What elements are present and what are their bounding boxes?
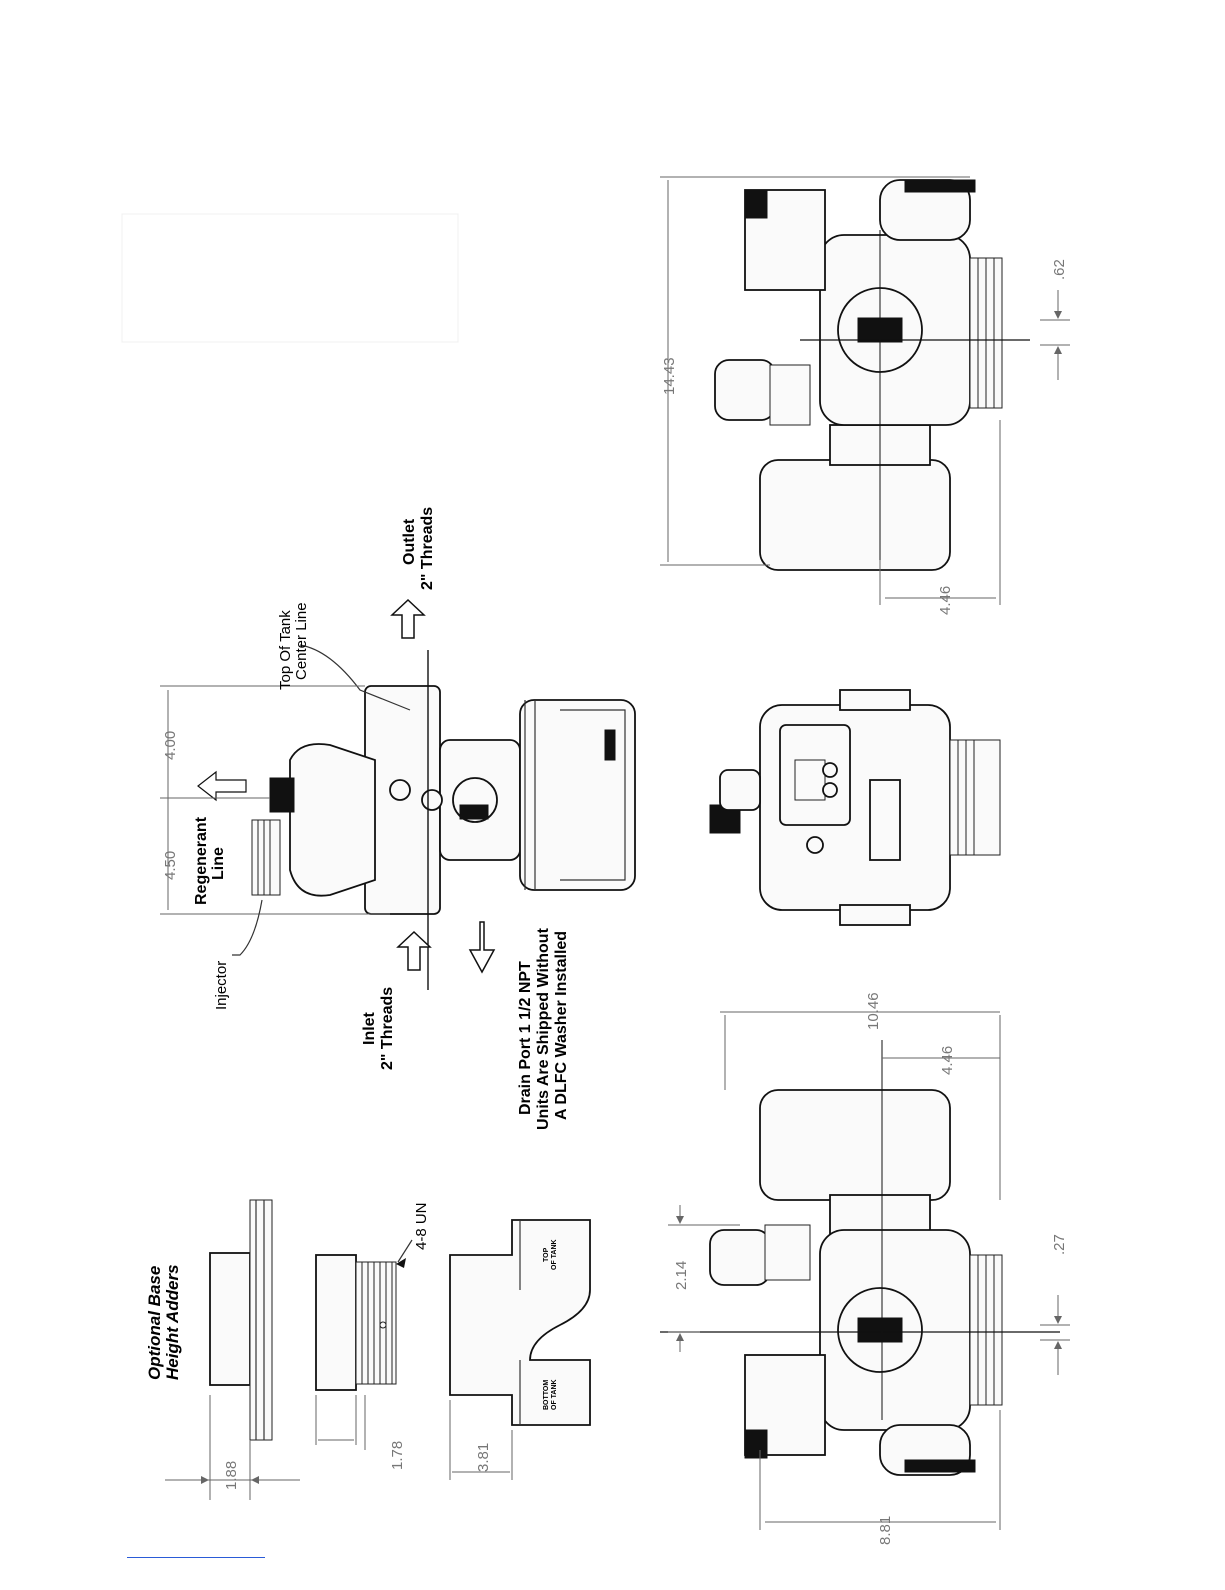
injector-label: Injector: [213, 961, 230, 1010]
plan-view: 4.00 4.50 Regenerant Line Injector Top O…: [160, 507, 635, 1130]
regenerant-arrow-icon: [198, 772, 246, 800]
drain-label-3: A DLFC Washer Installed: [553, 931, 570, 1120]
top-of-tank-small-1: TOP: [543, 1247, 550, 1262]
outlet-label-1: Outlet: [401, 518, 418, 565]
optional-base-title-2: Height Adders: [163, 1264, 182, 1380]
adder-2-collar: [316, 1255, 356, 1390]
inlet-arrow-icon: [398, 932, 430, 970]
top-of-tank-label-1: Top Of Tank: [277, 610, 294, 690]
adder-1-collar: [210, 1253, 250, 1385]
dim-4-46-bottom: 4.46: [939, 1046, 956, 1075]
dim-1-88: 1.88: [223, 1461, 240, 1490]
drain-label-2: Units Are Shipped Without: [535, 927, 552, 1130]
outlet-arrow-icon: [392, 600, 424, 638]
valve-left-housing: [290, 744, 375, 896]
bottom-of-tank-small-1: BOTTOM: [543, 1380, 550, 1410]
drain-label-1: Drain Port 1 1/2 NPT: [517, 961, 534, 1115]
outlet-label-2: 2" Threads: [419, 507, 436, 590]
base-height-adders-view: Optional Base Height Adders 4-8 UN TOP O…: [145, 1200, 590, 1500]
bottom-rule: [127, 1557, 265, 1558]
dim-0-62: .62: [1051, 259, 1068, 280]
injector-cap: [252, 820, 280, 895]
dim-1-78: 1.78: [389, 1441, 406, 1470]
dim-4-46-top: 4.46: [937, 586, 954, 615]
dim-4-00: 4.00: [162, 731, 179, 760]
side-view-top: 14.43 4.46 .62: [660, 177, 1070, 615]
dim-0-27: .27: [1051, 1234, 1068, 1255]
thread-label: 4-8 UN: [413, 1202, 430, 1250]
controller-cover-bottom: [760, 1090, 950, 1200]
bottom-of-tank-small-2: OF TANK: [551, 1379, 558, 1410]
dim-14-43: 14.43: [661, 357, 678, 395]
dim-4-50: 4.50: [162, 851, 179, 880]
inlet-label-1: Inlet: [361, 1011, 378, 1045]
side-view-bottom: 10.46 4.46 2.14 .27 8.81: [660, 992, 1070, 1545]
controller-housing: [520, 700, 635, 890]
regenerant-label-1: Regenerant: [193, 816, 210, 905]
regenerant-fitting: [270, 778, 294, 812]
inlet-label-2: 2" Threads: [379, 987, 396, 1070]
front-view: [710, 690, 1000, 925]
optional-base-title-1: Optional Base: [145, 1266, 164, 1380]
top-of-tank-small-2: OF TANK: [551, 1239, 558, 1270]
adder-1-flange: [250, 1200, 272, 1440]
regenerant-label-2: Line: [210, 847, 227, 880]
drain-arrow-icon: [470, 922, 494, 972]
dim-10-46: 10.46: [865, 992, 882, 1030]
top-of-tank-label-2: Center Line: [293, 602, 310, 680]
dim-3-81: 3.81: [475, 1443, 492, 1472]
blank-box: [122, 214, 458, 342]
dim-8-81: 8.81: [877, 1516, 894, 1545]
controller-cover: [760, 460, 950, 570]
dim-2-14: 2.14: [673, 1261, 690, 1290]
